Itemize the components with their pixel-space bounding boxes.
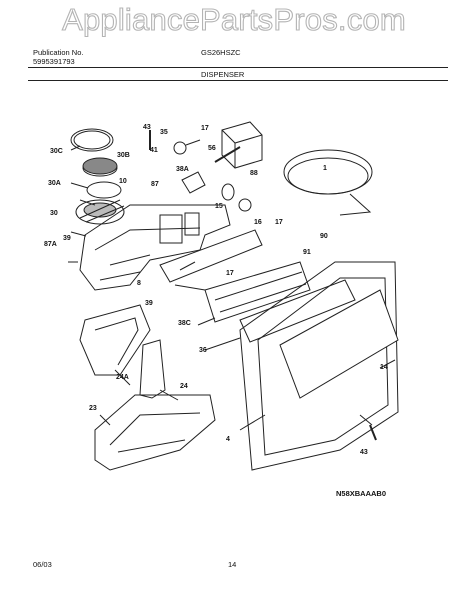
part-38-board	[159, 229, 263, 283]
section-title: DISPENSER	[201, 70, 245, 79]
footer-date: 06/03	[33, 560, 52, 569]
callout-4: 4	[226, 436, 230, 443]
callout-39-top: 39	[63, 235, 71, 242]
callout-90: 90	[320, 233, 328, 240]
callout-39-low: 39	[145, 300, 153, 307]
callout-17-low: 17	[226, 270, 234, 277]
callout-8: 8	[137, 280, 141, 287]
part-36-panel	[239, 279, 356, 343]
callout-87a: 87A	[44, 241, 57, 248]
part-30c-ring	[70, 128, 114, 152]
callout-16: 16	[254, 219, 262, 226]
diagram-code: N58XBAAAB0	[336, 489, 387, 498]
callout-38a: 38A	[176, 166, 189, 173]
callout-17-mid: 17	[275, 219, 283, 226]
part-23-tray	[94, 394, 216, 471]
section-rule	[28, 80, 448, 81]
part-15-bulb	[221, 183, 235, 201]
header-rule	[28, 67, 448, 68]
callout-35: 35	[160, 129, 168, 136]
publication-number: 5995391793	[33, 57, 75, 66]
callout-91: 91	[303, 249, 311, 256]
callout-88: 88	[250, 170, 258, 177]
part-30a	[86, 181, 122, 199]
callout-30: 30	[50, 210, 58, 217]
part-4-frame	[239, 261, 399, 471]
callout-41: 41	[150, 147, 158, 154]
callout-17-top: 17	[201, 125, 209, 132]
part-16	[238, 198, 252, 212]
callout-38c: 38C	[178, 320, 191, 327]
callout-14: 14	[380, 364, 388, 371]
callout-23: 23	[89, 405, 97, 412]
part-88-block	[221, 121, 263, 169]
part-14-lens	[279, 289, 399, 399]
callout-30a: 30A	[48, 180, 61, 187]
callout-24: 24	[180, 383, 188, 390]
callout-43-top: 43	[143, 124, 151, 131]
callout-56: 56	[208, 145, 216, 152]
part-38a	[181, 171, 206, 194]
footer-page-number: 14	[228, 560, 237, 569]
part-24a-funnel	[79, 304, 151, 376]
publication-label: Publication No.	[33, 48, 84, 57]
part-30-assembly	[75, 199, 125, 225]
callout-43-bottom: 43	[360, 449, 368, 456]
part-43-screw-bottom	[369, 424, 377, 441]
callout-36: 36	[199, 347, 207, 354]
part-24-lever	[139, 339, 166, 399]
callout-10: 10	[119, 178, 127, 185]
callout-87: 87	[151, 181, 159, 188]
callout-15: 15	[215, 203, 223, 210]
part-38c-board	[204, 261, 311, 323]
callout-30c: 30C	[50, 148, 63, 155]
callout-30b: 30B	[117, 152, 130, 159]
model-number: GS26HSZC	[201, 48, 241, 57]
part-35	[173, 141, 187, 155]
watermark: AppliancePartsPros.com	[62, 1, 407, 37]
callout-1: 1	[323, 165, 327, 172]
callout-24a: 24A	[116, 374, 129, 381]
part-56-screw	[214, 146, 241, 163]
